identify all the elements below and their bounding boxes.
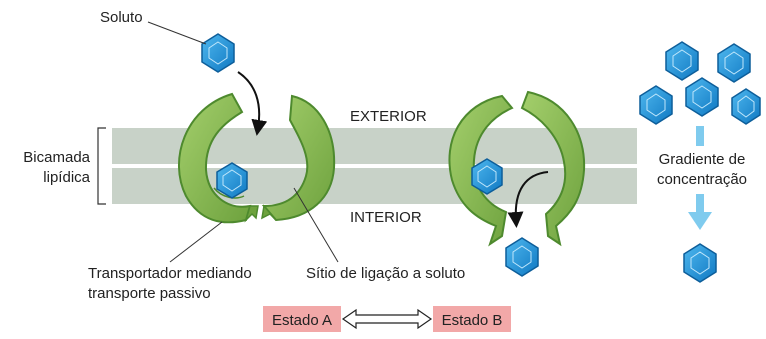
transporter-state-a [177,92,336,224]
hexagon-solute-icon [665,41,699,81]
gradient-label-2: concentração [657,171,747,188]
solute-icons [201,33,761,283]
state-a-box: Estado A [263,306,341,332]
solute-leader [147,21,207,45]
hexagon-solute-icon [685,77,719,117]
transporter-state-b [448,90,586,247]
gradient-label-1: Gradiente de [659,151,746,168]
hexagon-solute-icon [216,162,248,199]
binding-site-label: Sítio de ligação a soluto [306,265,465,282]
bilayer-bracket [97,127,106,205]
solute-label: Soluto [100,9,143,26]
exterior-label: EXTERIOR [350,108,427,125]
transporter-leader [169,221,223,263]
hexagon-solute-icon [639,85,673,125]
state-a-label: Estado A [272,312,332,329]
hexagon-solute-icon [717,43,751,83]
exit-arrow [507,171,549,228]
hexagon-solute-icon [683,243,717,283]
transporter-label-1: Transportador mediando [88,265,252,282]
state-b-label: Estado B [442,312,503,329]
interior-label: INTERIOR [350,209,422,226]
transporter-label-2: transporte passivo [88,285,211,302]
gradient-arrow [688,126,712,230]
binding-site-leader [293,187,339,263]
entry-arrow [237,71,268,136]
hexagon-solute-icon [731,88,761,125]
bilayer-label-1: Bicamada [23,149,90,166]
bilayer-label-2: lipídica [43,169,90,186]
double-arrow-icon [341,308,433,330]
hexagon-solute-icon [471,158,503,195]
state-b-box: Estado B [433,306,511,332]
hexagon-solute-icon [201,33,235,73]
hexagon-solute-icon [505,237,539,277]
